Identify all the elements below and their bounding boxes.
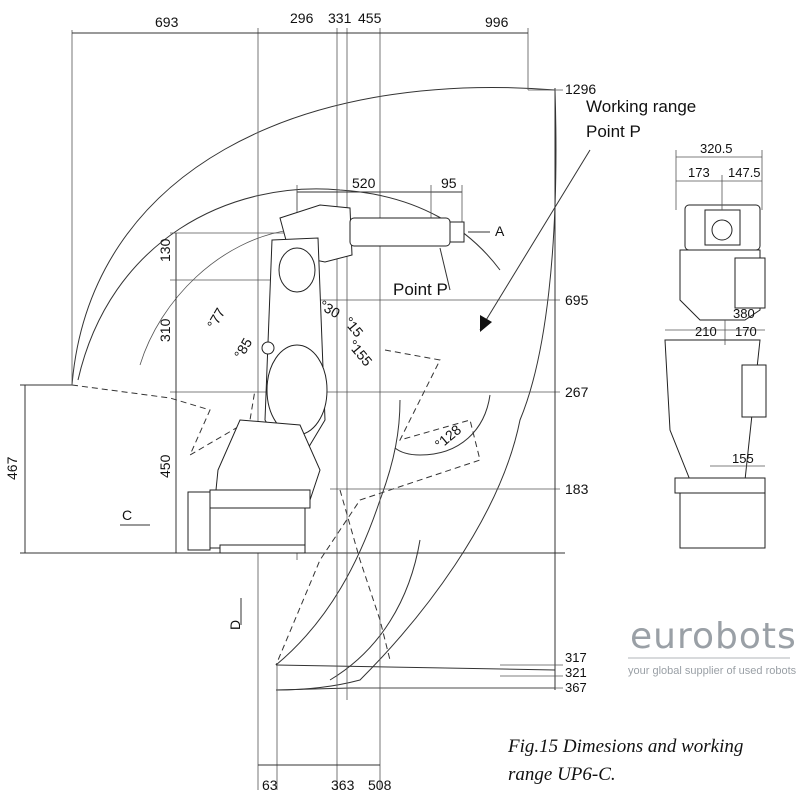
working-range-dashed-boundary-2 [275,349,481,666]
working-range-lower-curve-2 [329,539,421,681]
dim-right-695: 695 [565,292,589,308]
dim-right-267: 267 [565,384,589,400]
working-range-lower-curve [275,399,401,666]
side-dim-173: 173 [688,165,710,180]
lower-envelope-bottom [275,664,556,691]
dim-right-367: 367 [565,680,587,695]
working-range-inner-arc-2 [139,229,291,366]
dim-arm-95: 95 [441,175,457,191]
angle-128-arc [394,394,491,456]
figure-caption-line2: range UP6-C. [508,764,616,785]
dim-bottom-63: 63 [262,777,278,793]
side-dim-210: 210 [695,324,717,339]
dim-top-455: 455 [358,10,382,26]
angle-155: °155 [345,337,376,370]
dim-left-310: 310 [157,318,173,342]
dim-left-130: 130 [157,238,173,262]
dim-top-693: 693 [155,14,179,30]
side-dim-147-5: 147.5 [728,165,761,180]
view-d-label: D [227,620,243,630]
side-dim-380: 380 [733,306,755,321]
side-dim-170: 170 [735,324,757,339]
dim-top-996: 996 [485,14,509,30]
dim-top-296: 296 [290,10,314,26]
working-range-arrow [479,149,591,331]
angle-77: °77 [204,305,229,332]
dim-right-321: 321 [565,665,587,680]
figure-caption-line1: Fig.15 Dimesions and working [507,736,743,757]
view-c-label: C [122,507,132,523]
logo-tagline: your global supplier of used robots [628,665,797,677]
dim-left-467: 467 [4,456,20,480]
working-range-dashed-boundary [71,384,256,457]
dim-arm-520: 520 [352,175,376,191]
robot-front-view [187,204,465,554]
view-a-label: A [495,223,505,239]
dim-right-183: 183 [565,481,589,497]
robot-side-view [664,150,767,549]
eurobots-logo: eurobots [630,616,797,657]
dim-left-450: 450 [157,454,173,478]
side-dim-155: 155 [732,451,754,466]
dim-top-331: 331 [328,10,352,26]
working-range-outer-envelope [71,87,557,691]
point-p-label: Point P [393,280,448,299]
dim-right-1296: 1296 [565,81,596,97]
angle-15: °15 [341,314,367,341]
dim-bottom-508: 508 [368,777,392,793]
working-range-point-p-label: Point P [586,122,641,141]
point-p-leader [439,247,451,291]
working-range-arrowhead [480,315,492,332]
side-dim-320-5: 320.5 [700,141,733,156]
working-range-dashed-boundary-3 [339,489,391,661]
dim-bottom-363: 363 [331,777,355,793]
dim-right-317: 317 [565,650,587,665]
working-range-label: Working range [586,97,696,116]
angle-128: °128 [432,421,465,452]
angle-85: °85 [231,335,256,362]
